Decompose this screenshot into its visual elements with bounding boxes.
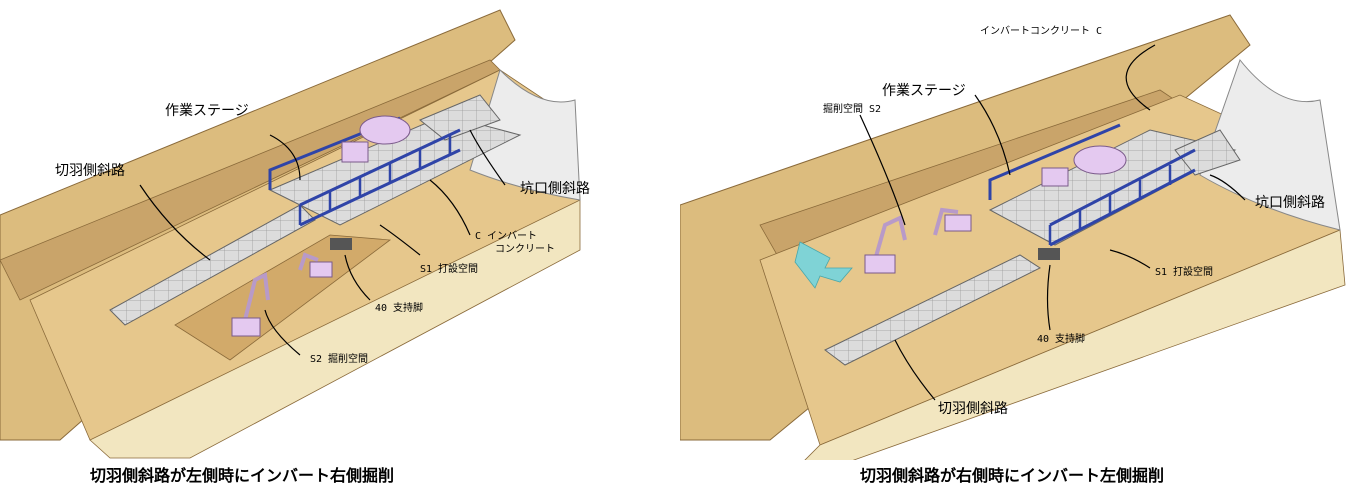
right-tunnel-illustration [680, 14, 1346, 460]
leader-line [379, 224, 421, 256]
mixer-truck-drum [359, 115, 411, 145]
portal-ramp-shape [419, 94, 501, 141]
support-leg [1038, 248, 1060, 260]
leader-line [469, 129, 506, 186]
caption-left: 切羽側斜路が左側時にインバート右側掘削 [90, 466, 395, 485]
caption-right: 切羽側斜路が右側時にインバート左側掘削 [860, 466, 1165, 485]
mixer-truck-cab [1041, 167, 1069, 187]
excavator-arm [298, 252, 319, 271]
label-invert-concrete-line1: C インバート [475, 231, 538, 242]
leader-line [1109, 249, 1151, 269]
soil-side-face [804, 229, 1346, 460]
label-invert-concrete: インバートコンクリート C [980, 26, 1103, 37]
leader-line [139, 184, 211, 261]
stage-rail-front [299, 128, 461, 227]
leader-line [264, 309, 301, 356]
stage-rail-back [988, 123, 1121, 200]
leader-line [859, 114, 906, 226]
right-diagram-panel: インバートコンクリート C 作業ステージ 掘削空間 S2 坑口側斜路 S1 打設… [680, 0, 1365, 494]
label-s1-casting-space: S1 打設空間 [1155, 267, 1214, 278]
excavation-pit [174, 234, 392, 361]
stage-rail-posts [1048, 165, 1172, 245]
soil-side-face [89, 199, 581, 459]
label-support-leg: 40 支持脚 [1037, 334, 1086, 345]
leader-line [344, 254, 371, 301]
label-work-stage: 作業ステージ [882, 83, 966, 99]
direction-arrow [794, 241, 853, 289]
label-s2-excavation-space: 掘削空間 S2 [823, 104, 882, 115]
label-s1-casting-space: S1 打設空間 [420, 264, 479, 275]
excavator-body [231, 317, 261, 337]
label-face-ramp: 切羽側斜路 [55, 163, 125, 179]
leader-line [429, 179, 471, 236]
leader-line [974, 94, 1011, 176]
excavator-body [309, 261, 333, 278]
leader-line [269, 134, 301, 181]
label-portal-ramp: 坑口側斜路 [520, 181, 590, 197]
label-support-leg: 40 支持脚 [375, 303, 424, 314]
label-invert-concrete-line2: コンクリート [495, 244, 555, 255]
support-leg [330, 238, 352, 250]
left-diagram-panel: 作業ステージ 切羽側斜路 坑口側斜路 C インバート コンクリート S1 打設空… [0, 0, 680, 494]
leader-line [1125, 44, 1156, 111]
leader-line [1209, 174, 1246, 201]
label-work-stage: 作業ステージ [165, 103, 249, 119]
leader-line [1046, 264, 1051, 331]
mixer-truck-drum [1073, 145, 1127, 175]
leader-line [894, 339, 936, 401]
stage-rail-posts [298, 135, 452, 225]
face-ramp-shape [824, 254, 1042, 366]
mixer-truck-cab [341, 141, 369, 163]
stage-rail-back [268, 116, 401, 190]
label-s2-excavation-space: S2 掘削空間 [310, 354, 369, 365]
excavator-body [864, 254, 896, 274]
left-tunnel-illustration [0, 9, 581, 459]
face-ramp-shape [109, 204, 316, 326]
excavator-arm [873, 215, 907, 261]
label-face-ramp: 切羽側斜路 [938, 401, 1008, 417]
invert-concrete-shape [1199, 58, 1341, 231]
label-portal-ramp: 坑口側斜路 [1255, 195, 1325, 211]
excavator-body [944, 214, 972, 232]
excavator-arm [243, 271, 270, 321]
invert-concrete-shape [469, 69, 581, 201]
excavator-arm [933, 207, 959, 236]
portal-ramp-shape [1174, 129, 1241, 176]
